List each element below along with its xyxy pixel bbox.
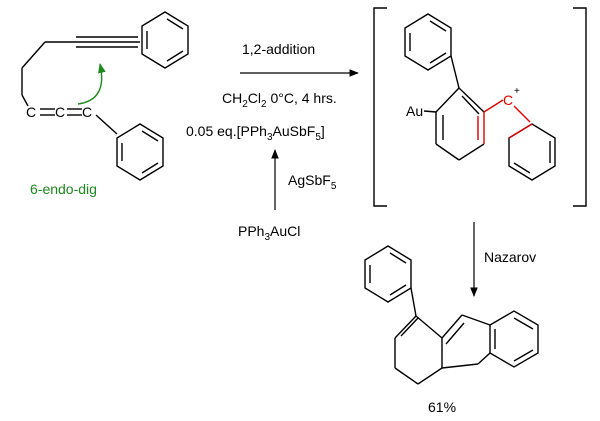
intermediate-right-phenyl <box>508 123 556 181</box>
step2-arrow-group: Nazarov <box>470 222 536 297</box>
conditions-text: 0°C, 4 hrs. <box>267 90 337 106</box>
reagent-subscript: 5 <box>331 181 337 192</box>
solvent-subscript: 2 <box>242 99 248 110</box>
substrate-molecule: C C C 6-endo-dig <box>21 11 189 197</box>
solvent-text: CH <box>222 90 242 106</box>
intermediate-molecule: Au C + <box>373 7 587 207</box>
carbocation-charge: + <box>514 86 520 97</box>
step1-conditions-line2: 0.05 eq.[PPh3AuSbF5] <box>186 123 325 143</box>
product-cyclohexene-ring <box>394 315 443 385</box>
step1-conditions-line1: CH2Cl2 0°C, 4 hrs. <box>222 90 337 110</box>
catalyst-subscript-2: 5 <box>315 132 321 143</box>
alkyne-phenyl-ring <box>141 11 189 69</box>
product-molecule: 61% <box>364 245 539 415</box>
precursor-text-1: PPh <box>238 223 264 239</box>
precursor-subscript: 3 <box>264 232 270 243</box>
carbocation-atom: C <box>503 92 513 108</box>
right-bracket <box>573 7 587 207</box>
gold-atom-label: Au <box>406 103 423 119</box>
product-five-ring <box>441 314 491 369</box>
precursor-text-2: AuCl <box>270 223 300 239</box>
allene-phenyl-ring <box>116 123 164 181</box>
catalyst-precursor: PPh3AuCl <box>238 223 300 243</box>
catalyst-text-3: ] <box>321 123 325 139</box>
allene-atom-2: C <box>55 104 65 120</box>
catalyst-subscript-1: 3 <box>267 132 273 143</box>
step1-top-label: 1,2-addition <box>242 41 315 57</box>
solvent-text-2: Cl <box>248 90 261 106</box>
solvent-subscript-2: 2 <box>261 99 267 110</box>
product-phenyl <box>364 245 412 303</box>
reagent-text: AgSbF <box>288 172 331 188</box>
step1-arrow-group: 1,2-addition CH2Cl2 0°C, 4 hrs. 0.05 eq.… <box>186 41 359 243</box>
allene-atom-1: C <box>26 104 36 120</box>
cyclization-label: 6-endo-dig <box>30 181 97 197</box>
product-benzo-ring <box>477 310 539 368</box>
intermediate-top-phenyl <box>404 13 452 71</box>
catalyst-text-1: 0.05 eq.[PPh <box>186 123 267 139</box>
step2-label: Nazarov <box>484 249 536 265</box>
catalyst-reagent: AgSbF5 <box>288 172 337 192</box>
intermediate-red-bonds <box>477 99 504 144</box>
left-bracket <box>373 7 387 207</box>
catalyst-text-2: AuSbF <box>273 123 316 139</box>
product-yield: 61% <box>428 399 456 415</box>
cyclization-curved-arrow <box>77 63 106 105</box>
substrate-chain-bonds <box>21 36 140 135</box>
intermediate-diene-ring <box>435 87 485 161</box>
allene-atom-3: C <box>82 104 92 120</box>
